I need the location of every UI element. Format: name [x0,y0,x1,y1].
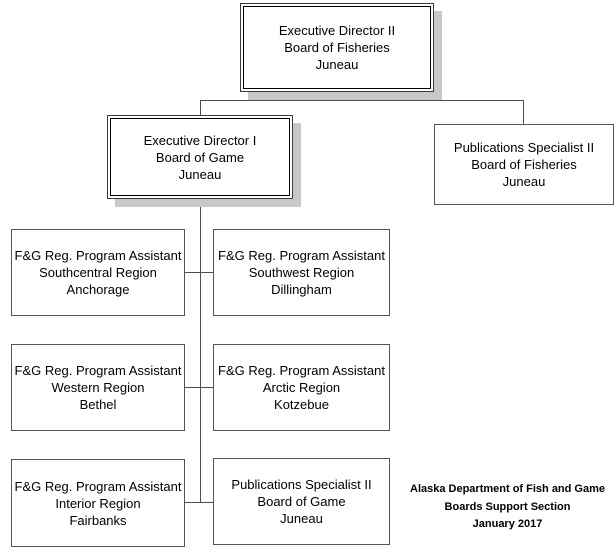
node-location: Juneau [502,174,546,189]
node-org: Southwest Region [248,265,355,280]
node-title: F&G Reg. Program Assistant [218,363,385,378]
connector-pubspec-drop [523,100,524,124]
node-location: Kotzebue [274,397,329,412]
node-title: Executive Director II [278,23,396,38]
node-title: Publications Specialist II [231,477,372,492]
caption-line-3: January 2017 [472,518,543,530]
org-node-publications-specialist-game: Publications Specialist II Board of Game… [213,458,390,545]
org-node-assistant-southwest: F&G Reg. Program Assistant Southwest Reg… [213,229,390,316]
node-location: Juneau [178,166,222,182]
node-location: Bethel [79,397,117,412]
node-location: Juneau [315,57,359,72]
connector-row1-tick [185,272,213,273]
node-title: Publications Specialist II [453,140,595,155]
org-node-assistant-western: F&G Reg. Program Assistant Western Regio… [11,344,185,431]
node-org: Interior Region [55,495,141,511]
node-title: F&G Reg. Program Assistant [14,478,182,494]
node-location: Fairbanks [69,512,127,528]
node-org: Western Region [51,380,145,395]
node-title: F&G Reg. Program Assistant [14,248,182,263]
connector-row3-tick [185,502,213,503]
org-node-assistant-southcentral: F&G Reg. Program Assistant Southcentral … [11,229,185,316]
node-location: Juneau [280,511,323,526]
org-node-assistant-arctic: F&G Reg. Program Assistant Arctic Region… [213,344,390,431]
node-org: Board of Fisheries [471,157,577,172]
node-org: Board of Game [257,494,346,509]
node-org: Southcentral Region [39,265,157,280]
node-location: Dillingham [271,282,332,297]
node-title: F&G Reg. Program Assistant [14,363,182,378]
org-node-executive-director-1: Executive Director I Board of Game Junea… [107,115,293,199]
node-title: Executive Director I [143,132,257,148]
connector-level1-branch [200,100,524,101]
node-title: F&G Reg. Program Assistant [218,248,385,263]
connector-row2-tick [185,387,213,388]
node-org: Arctic Region [262,380,341,395]
org-node-publications-specialist-fisheries: Publications Specialist II Board of Fish… [434,124,614,205]
chart-caption: Alaska Department of Fish and Game Board… [400,481,615,534]
connector-exec1-drop [200,100,201,115]
org-node-executive-director-2: Executive Director II Board of Fisheries… [240,3,434,92]
node-location: Anchorage [66,282,130,297]
caption-line-2: Boards Support Section [444,500,571,513]
org-node-assistant-interior: F&G Reg. Program Assistant Interior Regi… [11,459,185,547]
node-org: Board of Fisheries [284,40,390,55]
connector-trunk [200,199,201,503]
connector-exec2-drop [338,92,339,100]
node-org: Board of Game [155,149,245,165]
caption-line-1: Alaska Department of Fish and Game [410,483,605,495]
